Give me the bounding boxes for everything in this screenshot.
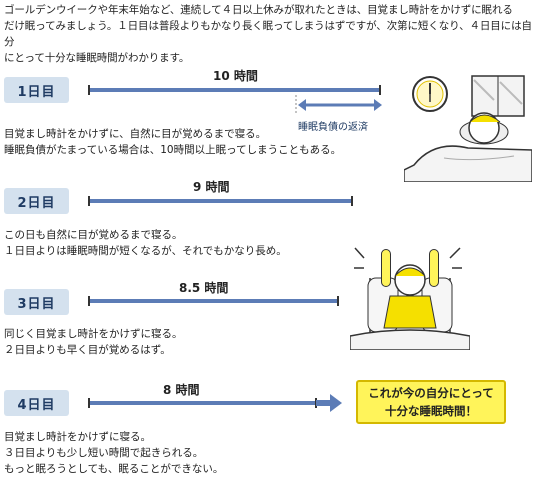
callout-line-2: 十分な睡眠時間！ bbox=[385, 404, 477, 418]
day-4-tick-start bbox=[88, 398, 90, 408]
day-1-desc-line: 目覚まし時計をかけずに、自然に目が覚めるまで寝る。 bbox=[4, 128, 267, 140]
day-3-bar bbox=[90, 299, 338, 303]
day-4-desc-line: ３日目よりも少し短い時間で起きられる。 bbox=[4, 447, 204, 459]
day-2-hours: 9 時間 bbox=[190, 178, 233, 195]
day-4-bar bbox=[90, 401, 316, 405]
intro-line-1: ゴールデンウイークや年末年始など、連続して４日以上休みが取れたときは、目覚まし時… bbox=[4, 4, 513, 16]
day-1-tick-start bbox=[88, 85, 90, 95]
day-1-desc-line: 睡眠負債がたまっている場合は、10時間以上眠ってしまうこともある。 bbox=[4, 144, 342, 156]
sleeping-person-illustration bbox=[404, 75, 532, 182]
day-4-badge: 4日目 bbox=[4, 390, 69, 416]
intro-line-2: だけ眠ってみましょう。１日目は普段よりもかなり長く眠ってしまうはずですが、次第に… bbox=[4, 20, 532, 48]
day-2-badge: 2日目 bbox=[4, 188, 69, 214]
day-2-desc: この日も自然に目が覚めるまで寝る。 １日目よりは睡眠時間が短くなるが、それでもか… bbox=[4, 227, 287, 259]
day-2-tick-end bbox=[351, 196, 353, 206]
day-1-hours: 10 時間 bbox=[210, 67, 261, 84]
day-3-desc-line: 同じく目覚まし時計をかけずに寝る。 bbox=[4, 328, 183, 340]
day-3-tick-start bbox=[88, 296, 90, 306]
day-4-desc-line: 目覚まし時計をかけずに寝る。 bbox=[4, 431, 151, 443]
callout-box: これが今の自分にとって 十分な睡眠時間！ bbox=[356, 380, 506, 424]
day-2-desc-line: １日目よりは睡眠時間が短くなるが、それでもかなり長め。 bbox=[4, 245, 287, 257]
day-3-tick-end bbox=[337, 296, 339, 306]
day-3-badge: 3日目 bbox=[4, 289, 69, 315]
waking-person-illustration bbox=[350, 247, 470, 350]
arrow-right-icon bbox=[316, 394, 342, 412]
day-1-tick-end bbox=[379, 85, 381, 95]
day-1-desc: 目覚まし時計をかけずに、自然に目が覚めるまで寝る。 睡眠負債がたまっている場合は… bbox=[4, 126, 341, 158]
day-2-bar bbox=[90, 199, 352, 203]
day-3-hours: 8.5 時間 bbox=[176, 279, 232, 296]
day-1-bar bbox=[90, 88, 380, 92]
callout-line-1: これが今の自分にとって bbox=[368, 386, 494, 400]
day-4-desc-line: もっと眠ろうとしても、眠ることができない。 bbox=[4, 463, 224, 475]
day-4-hours: 8 時間 bbox=[160, 381, 203, 398]
day-1-badge: 1日目 bbox=[4, 77, 69, 103]
day-2-tick-start bbox=[88, 196, 90, 206]
intro-line-3: にとって十分な睡眠時間がわかります。 bbox=[4, 52, 190, 64]
day-2-desc-line: この日も自然に目が覚めるまで寝る。 bbox=[4, 229, 183, 241]
debt-arrow-icon bbox=[295, 95, 382, 113]
debt-label: 睡眠負債の返済 bbox=[298, 122, 368, 133]
intro-text: ゴールデンウイークや年末年始など、連続して４日以上休みが取れたときは、目覚まし時… bbox=[4, 2, 532, 66]
day-4-desc: 目覚まし時計をかけずに寝る。 ３日目よりも少し短い時間で起きられる。 もっと眠ろ… bbox=[4, 429, 223, 477]
day-3-desc-line: ２日目よりも早く目が覚めるはず。 bbox=[4, 344, 171, 356]
day-3-desc: 同じく目覚まし時計をかけずに寝る。 ２日目よりも早く目が覚めるはず。 bbox=[4, 326, 183, 358]
